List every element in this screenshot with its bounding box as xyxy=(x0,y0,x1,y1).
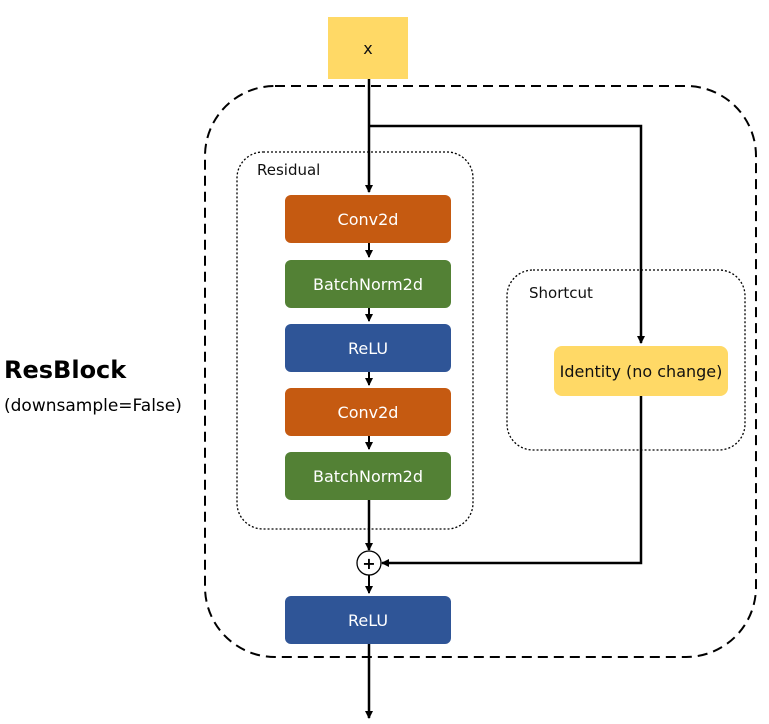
resblock-container xyxy=(204,85,757,658)
layer-label: BatchNorm2d xyxy=(313,466,423,486)
add-symbol: + xyxy=(362,554,375,573)
layer-label: BatchNorm2d xyxy=(313,274,423,294)
residual-layer-relu: ReLU xyxy=(285,324,451,372)
residual-layer-batchnorm2d-1: BatchNorm2d xyxy=(285,260,451,308)
diagram-subtitle: (downsample=False) xyxy=(4,396,182,416)
input-node: x xyxy=(328,17,408,79)
branch-to-shortcut-arrow xyxy=(369,124,645,344)
residual-layer-batchnorm2d-2: BatchNorm2d xyxy=(285,452,451,500)
residual-label: Residual xyxy=(257,161,321,179)
identity-node: Identity (no change) xyxy=(554,346,728,396)
layer-label: Conv2d xyxy=(337,209,399,229)
shortcut-label: Shortcut xyxy=(529,284,593,302)
layer-label: ReLU xyxy=(347,338,389,358)
input-label: x xyxy=(363,38,373,58)
diagram-title: ResBlock xyxy=(4,356,127,384)
residual-layer-conv2d-2: Conv2d xyxy=(285,388,451,436)
output-relu-node: ReLU xyxy=(285,596,451,644)
shortcut-to-add-arrow xyxy=(381,396,643,567)
identity-label: Identity (no change) xyxy=(559,361,723,381)
output-label: ReLU xyxy=(347,610,389,630)
residual-container xyxy=(236,151,474,530)
shortcut-container xyxy=(506,269,746,451)
layer-label: Conv2d xyxy=(337,402,399,422)
residual-layer-conv2d-1: Conv2d xyxy=(285,195,451,243)
